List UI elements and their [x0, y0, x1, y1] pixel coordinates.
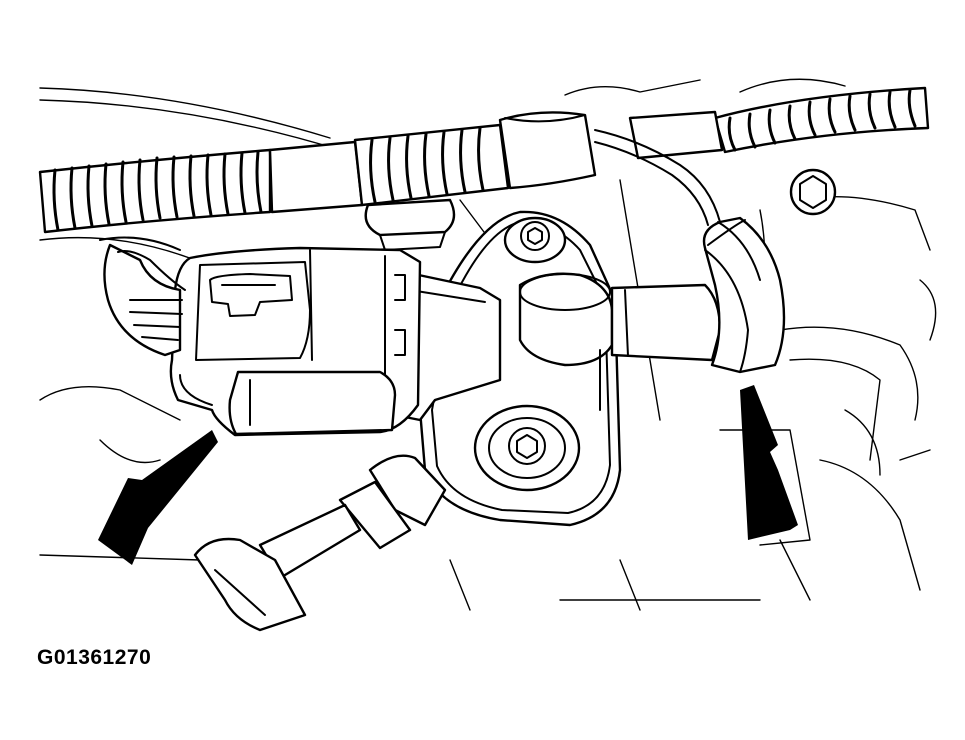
electrical-connector [169, 246, 422, 437]
callout-arrow-left [98, 430, 218, 565]
wiring-harness-conduit [38, 86, 930, 234]
engine-component-illustration [38, 78, 937, 632]
sensor-body [393, 268, 614, 422]
upper-bolt-icon [503, 216, 567, 264]
connector-wires [99, 236, 186, 357]
callout-arrow-right [740, 385, 798, 540]
figure-id-label: G01361270 [37, 646, 152, 669]
vacuum-hose [610, 216, 786, 374]
lower-bolt-icon [473, 404, 581, 492]
bolt-head-icon [789, 168, 837, 216]
support-bracket [364, 198, 456, 251]
lower-tube [193, 454, 447, 632]
